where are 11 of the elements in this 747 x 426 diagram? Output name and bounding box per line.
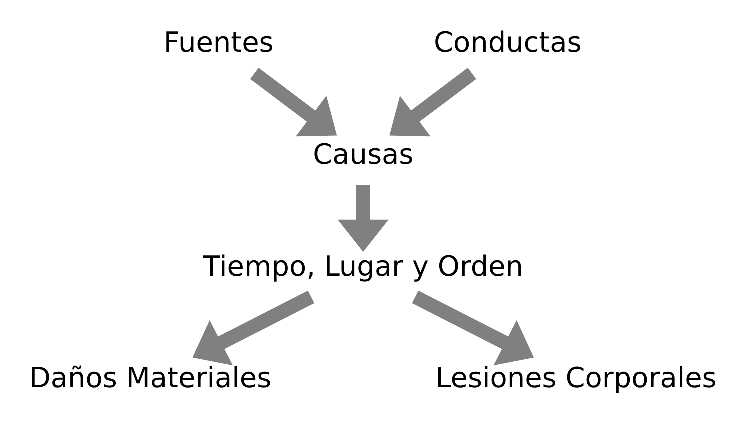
node-text: Tiempo, Lugar y Orden <box>203 250 524 283</box>
node-text: Lesiones Corporales <box>436 362 717 395</box>
arrow <box>338 186 389 252</box>
node-text: Daños Materiales <box>29 362 272 395</box>
node-text: Causas <box>313 138 414 171</box>
node-text: Fuentes <box>164 26 274 60</box>
arrow <box>192 290 315 366</box>
arrow <box>250 68 338 137</box>
arrow <box>412 290 534 366</box>
arrow <box>390 68 476 137</box>
node-text: Conductas <box>434 26 582 60</box>
